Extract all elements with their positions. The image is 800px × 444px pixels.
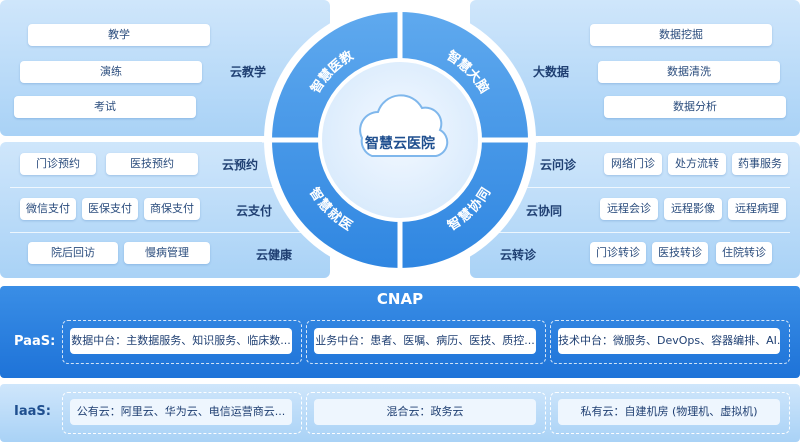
label-cloud-booking: 云预约 — [222, 158, 259, 172]
pill-medtech-booking: 医技预约 — [106, 153, 198, 175]
pill-teaching: 教学 — [28, 24, 210, 46]
pill-exam: 考试 — [14, 96, 196, 118]
pill-medtech-referral: 医技转诊 — [652, 242, 708, 264]
pill-outpatient-referral: 门诊转诊 — [590, 242, 646, 264]
pill-pharmacy: 药事服务 — [732, 153, 788, 175]
pill-commercial-pay: 商保支付 — [144, 198, 200, 220]
pill-remote-imaging: 远程影像 — [664, 198, 722, 220]
iaas-group — [550, 392, 790, 434]
pill-remote-pathology: 远程病理 — [728, 198, 786, 220]
label-cloud-teaching: 云教学 — [230, 65, 267, 79]
iaas-hybrid-cloud: 混合云：政务云 — [314, 399, 536, 425]
paas-group — [550, 320, 790, 364]
pill-online-clinic: 网络门诊 — [604, 153, 662, 175]
divider — [490, 232, 790, 233]
pill-insurance-pay: 医保支付 — [82, 198, 138, 220]
paas-group — [306, 320, 546, 364]
pill-drill: 演练 — [20, 61, 202, 83]
pill-followup: 院后回访 — [28, 242, 118, 264]
iaas-group — [62, 392, 302, 434]
iaas-group — [306, 392, 546, 434]
cloud-icon — [359, 94, 449, 157]
pill-data-analysis: 数据分析 — [604, 96, 786, 118]
pill-data-cleaning: 数据清洗 — [598, 61, 780, 83]
paas-business-platform: 业务中台：患者、医嘱、病历、医技、质控... — [314, 328, 536, 354]
iaas-private-cloud: 私有云：自建机房 (物理机、虚拟机) — [558, 399, 780, 425]
label-big-data: 大数据 — [533, 65, 570, 79]
iaas-public-cloud: 公有云：阿里云、华为云、电信运营商云... — [70, 399, 292, 425]
pill-data-mining: 数据挖掘 — [590, 24, 772, 46]
label-cloud-health: 云健康 — [256, 248, 293, 262]
ring-center-title: 智慧云医院 — [364, 135, 435, 152]
pill-remote-consult: 远程会诊 — [600, 198, 658, 220]
pill-chronic: 慢病管理 — [124, 242, 210, 264]
iaas-label: IaaS: — [14, 404, 51, 419]
paas-group — [62, 320, 302, 364]
divider — [10, 232, 310, 233]
paas-data-platform: 数据中台：主数据服务、知识服务、临床数... — [70, 328, 292, 354]
pill-wechat-pay: 微信支付 — [20, 198, 76, 220]
divider — [490, 187, 790, 188]
label-cloud-collab: 云协同 — [526, 204, 563, 218]
ring-diagram: 智慧云医院 智慧医教 智慧大脑 智慧就医 智慧协同 — [262, 2, 538, 278]
cnap-title: CNAP — [376, 290, 424, 308]
label-cloud-pay: 云支付 — [236, 204, 273, 218]
divider — [10, 187, 310, 188]
label-cloud-consult: 云问诊 — [540, 158, 577, 172]
pill-prescription: 处方流转 — [668, 153, 726, 175]
pill-outpatient-booking: 门诊预约 — [20, 153, 96, 175]
label-cloud-referral: 云转诊 — [500, 248, 537, 262]
paas-label: PaaS: — [14, 334, 56, 349]
pill-inpatient-referral: 住院转诊 — [716, 242, 772, 264]
paas-tech-platform: 技术中台：微服务、DevOps、容器编排、AI... — [558, 328, 780, 354]
